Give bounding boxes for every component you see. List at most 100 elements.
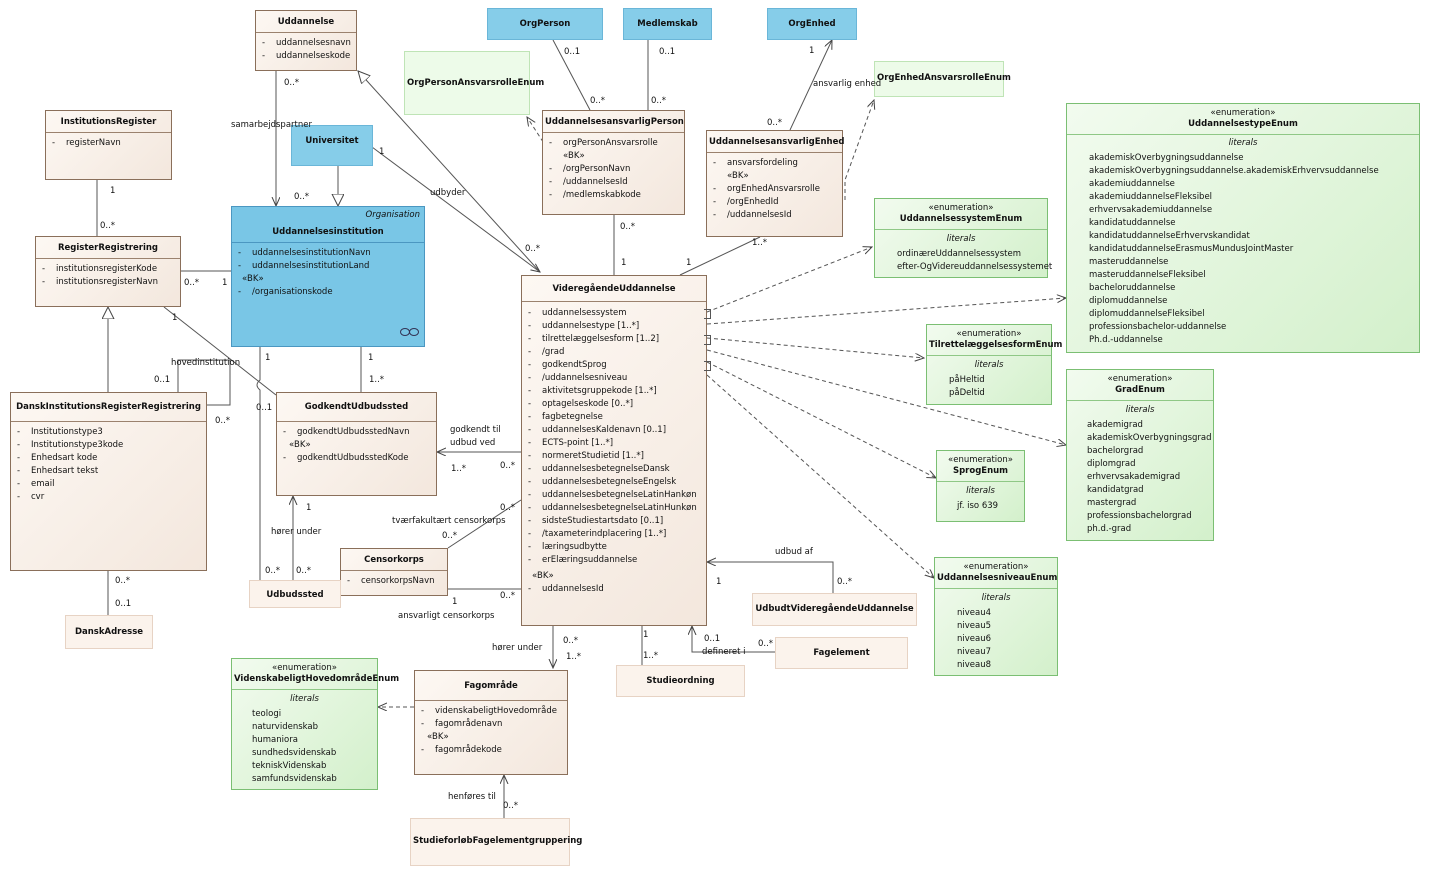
uddannelsestype-enum[interactable]: «enumeration» UddannelsestypeEnum litera… [1066, 103, 1420, 353]
enum-literal: diplomgrad [1087, 459, 1136, 469]
attribute: -tilrettelæggelsesform [1..2] [528, 334, 660, 344]
multiplicity: 0..* [442, 531, 458, 541]
enum-literal: bacheloruddannelse [1089, 283, 1176, 293]
studieforloeb-class[interactable]: StudieforløbFagelementgruppering [410, 818, 582, 866]
multiplicity: 0..* [620, 222, 636, 232]
class-name: DanskAdresse [74, 627, 144, 637]
attribute: -uddannelsessystem [528, 308, 627, 318]
enum-literal: kandidatgrad [1087, 485, 1144, 495]
role-label: hører under [271, 527, 322, 537]
studieordning-class[interactable]: Studieordning [616, 665, 745, 697]
godkendt-udbudssted-class[interactable]: GodkendtUdbudssted -godkendtUdbudsstedNa… [276, 392, 437, 496]
enum-literal: masteruddannelseFleksibel [1089, 270, 1206, 280]
orgperson-class[interactable]: OrgPerson [487, 8, 603, 40]
role-label: hovedinstitution [171, 358, 241, 368]
medlemskab-class[interactable]: Medlemskab [623, 8, 712, 40]
attribute: -optagelseskode [0..*] [528, 399, 634, 409]
literals-header: literals [946, 234, 976, 244]
multiplicity: 1 [621, 258, 627, 268]
multiplicity: 1..* [451, 464, 467, 474]
class-name: Censorkorps [364, 555, 424, 565]
attribute: -videnskabeligtHovedområde [421, 706, 557, 716]
enum-stereotype: «enumeration» [948, 455, 1013, 465]
censorkorps-class[interactable]: Censorkorps -censorkorpsNavn [340, 548, 448, 596]
attribute: -censorkorpsNavn [347, 576, 435, 586]
enum-stereotype: «enumeration» [928, 203, 994, 213]
fagelement-class[interactable]: Fagelement [775, 637, 908, 669]
orgenhed-ansvarsrolle-enum[interactable]: OrgEnhedAnsvarsrolleEnum [874, 61, 1011, 97]
attribute: -aktivitetsgruppekode [1..*] [528, 386, 657, 396]
role-label: udbud ved [450, 438, 496, 448]
link-icon [409, 328, 419, 336]
class-name: GodkendtUdbudssted [304, 402, 409, 412]
role-label: ansvarligt censorkorps [398, 611, 495, 621]
class-name: Studieordning [646, 676, 715, 686]
uddannelsessystem-enum[interactable]: «enumeration» UddannelsessystemEnum lite… [874, 198, 1052, 278]
videnskabeligt-hovedomraade-enum[interactable]: «enumeration» VidenskabeligtHovedområdeE… [231, 658, 399, 790]
enum-literal: professionsbachelor-uddannelse [1089, 322, 1227, 332]
registerregistrering-class[interactable]: RegisterRegistrering -institutionsregist… [35, 236, 181, 307]
multiplicity: 0..1 [256, 403, 273, 413]
tilrettelaeggelsesform-enum[interactable]: «enumeration» TilrettelæggelsesformEnum … [926, 324, 1062, 405]
attribute: -uddannelsesinstitutionLand [238, 261, 370, 271]
literals-header: literals [966, 486, 995, 496]
uddannelsesinstitution-class[interactable]: Organisation Uddannelsesinstitution -udd… [231, 206, 425, 347]
enum-literal: niveau4 [957, 608, 992, 618]
sprog-enum[interactable]: «enumeration» SprogEnum literals jf. iso… [936, 450, 1025, 522]
dansk-institutionsregister-registrering-class[interactable]: DanskInstitutionsRegisterRegistrering -I… [10, 392, 207, 571]
videregaaende-uddannelse-class[interactable]: VideregåendeUddannelse -uddannelsessyste… [521, 275, 711, 626]
class-name: Fagområde [464, 681, 518, 691]
bk-stereotype: «BK» [427, 732, 449, 742]
enum-literal: humaniora [252, 735, 298, 745]
bk-stereotype: «BK» [563, 151, 585, 161]
uddannelsesansvarlig-person-class[interactable]: UddannelsesansvarligPerson -orgPersonAns… [542, 110, 685, 215]
enum-literal: akademiskOverbygningsgrad [1087, 433, 1212, 443]
udbudt-videregaaende-class[interactable]: UdbudtVideregåendeUddannelse [752, 593, 917, 626]
enum-literal: diplomuddannelseFleksibel [1089, 309, 1205, 319]
multiplicity: 0..* [100, 221, 116, 231]
uddannelsesniveau-enum[interactable]: «enumeration» UddannelsesniveauEnum lite… [934, 557, 1058, 676]
attribute: -/uddannelsesId [713, 210, 792, 220]
orgperson-ansvarsrolle-enum[interactable]: OrgPersonAnsvarsrolleEnum [404, 51, 544, 115]
udbudssted-class[interactable]: Udbudssted [249, 580, 341, 608]
danskadresse-class[interactable]: DanskAdresse [65, 615, 153, 649]
multiplicity: 1 [686, 258, 692, 268]
enum-literal: erhvervsakademiuddannelse [1089, 205, 1213, 215]
enum-name: UddannelsestypeEnum [1188, 119, 1298, 129]
uddannelsesansvarlig-enhed-class[interactable]: UddannelsesansvarligEnhed -ansvarsfordel… [706, 130, 844, 237]
multiplicity: 0..* [284, 78, 300, 88]
enum-literal: samfundsvidenskab [252, 774, 337, 784]
enum-literal: Ph.d.-uddannelse [1089, 335, 1163, 345]
enum-literal: niveau7 [957, 647, 992, 657]
class-name: DanskInstitutionsRegisterRegistrering [16, 402, 201, 412]
literals-header: literals [974, 360, 1004, 370]
attribute: -fagområdekode [421, 745, 502, 755]
class-name: Universitet [305, 136, 359, 146]
class-name: UdbudtVideregåendeUddannelse [755, 604, 914, 614]
attribute: -læringsudbytte [528, 542, 607, 552]
port-icon [704, 335, 711, 345]
multiplicity: 0..1 [704, 634, 721, 644]
uddannelse-class[interactable]: Uddannelse -uddannelsesnavn -uddannelses… [255, 10, 357, 71]
institutionsregister-class[interactable]: InstitutionsRegister -registerNavn [45, 110, 172, 180]
attribute: -fagområdenavn [421, 719, 503, 729]
class-name: OrgEnhedAnsvarsrolleEnum [877, 73, 1011, 83]
role-label: tværfakultært censorkorps [392, 516, 506, 526]
enum-literal: niveau8 [957, 660, 992, 670]
role-label: godkendt til [450, 425, 501, 435]
enum-literal: jf. iso 639 [957, 501, 999, 511]
attribute: -ECTS-point [1..*] [528, 438, 614, 448]
port-icon [704, 361, 711, 371]
enum-literal: akademiuddannelse [1089, 179, 1175, 189]
multiplicity: 1..* [643, 651, 659, 661]
enum-literal: professionsbachelorgrad [1087, 511, 1192, 521]
bk-stereotype: «BK» [727, 171, 749, 181]
role-label: samarbejdspartner [231, 120, 312, 130]
grad-enum[interactable]: «enumeration» GradEnum literals akademig… [1066, 369, 1214, 541]
fagomraade-class[interactable]: Fagområde -videnskabeligtHovedområde -fa… [414, 670, 568, 775]
bk-stereotype: «BK» [532, 571, 554, 581]
orgenhed-class[interactable]: OrgEnhed [767, 8, 857, 40]
attribute: -registerNavn [52, 138, 121, 148]
universitet-class[interactable]: Universitet [291, 125, 373, 166]
